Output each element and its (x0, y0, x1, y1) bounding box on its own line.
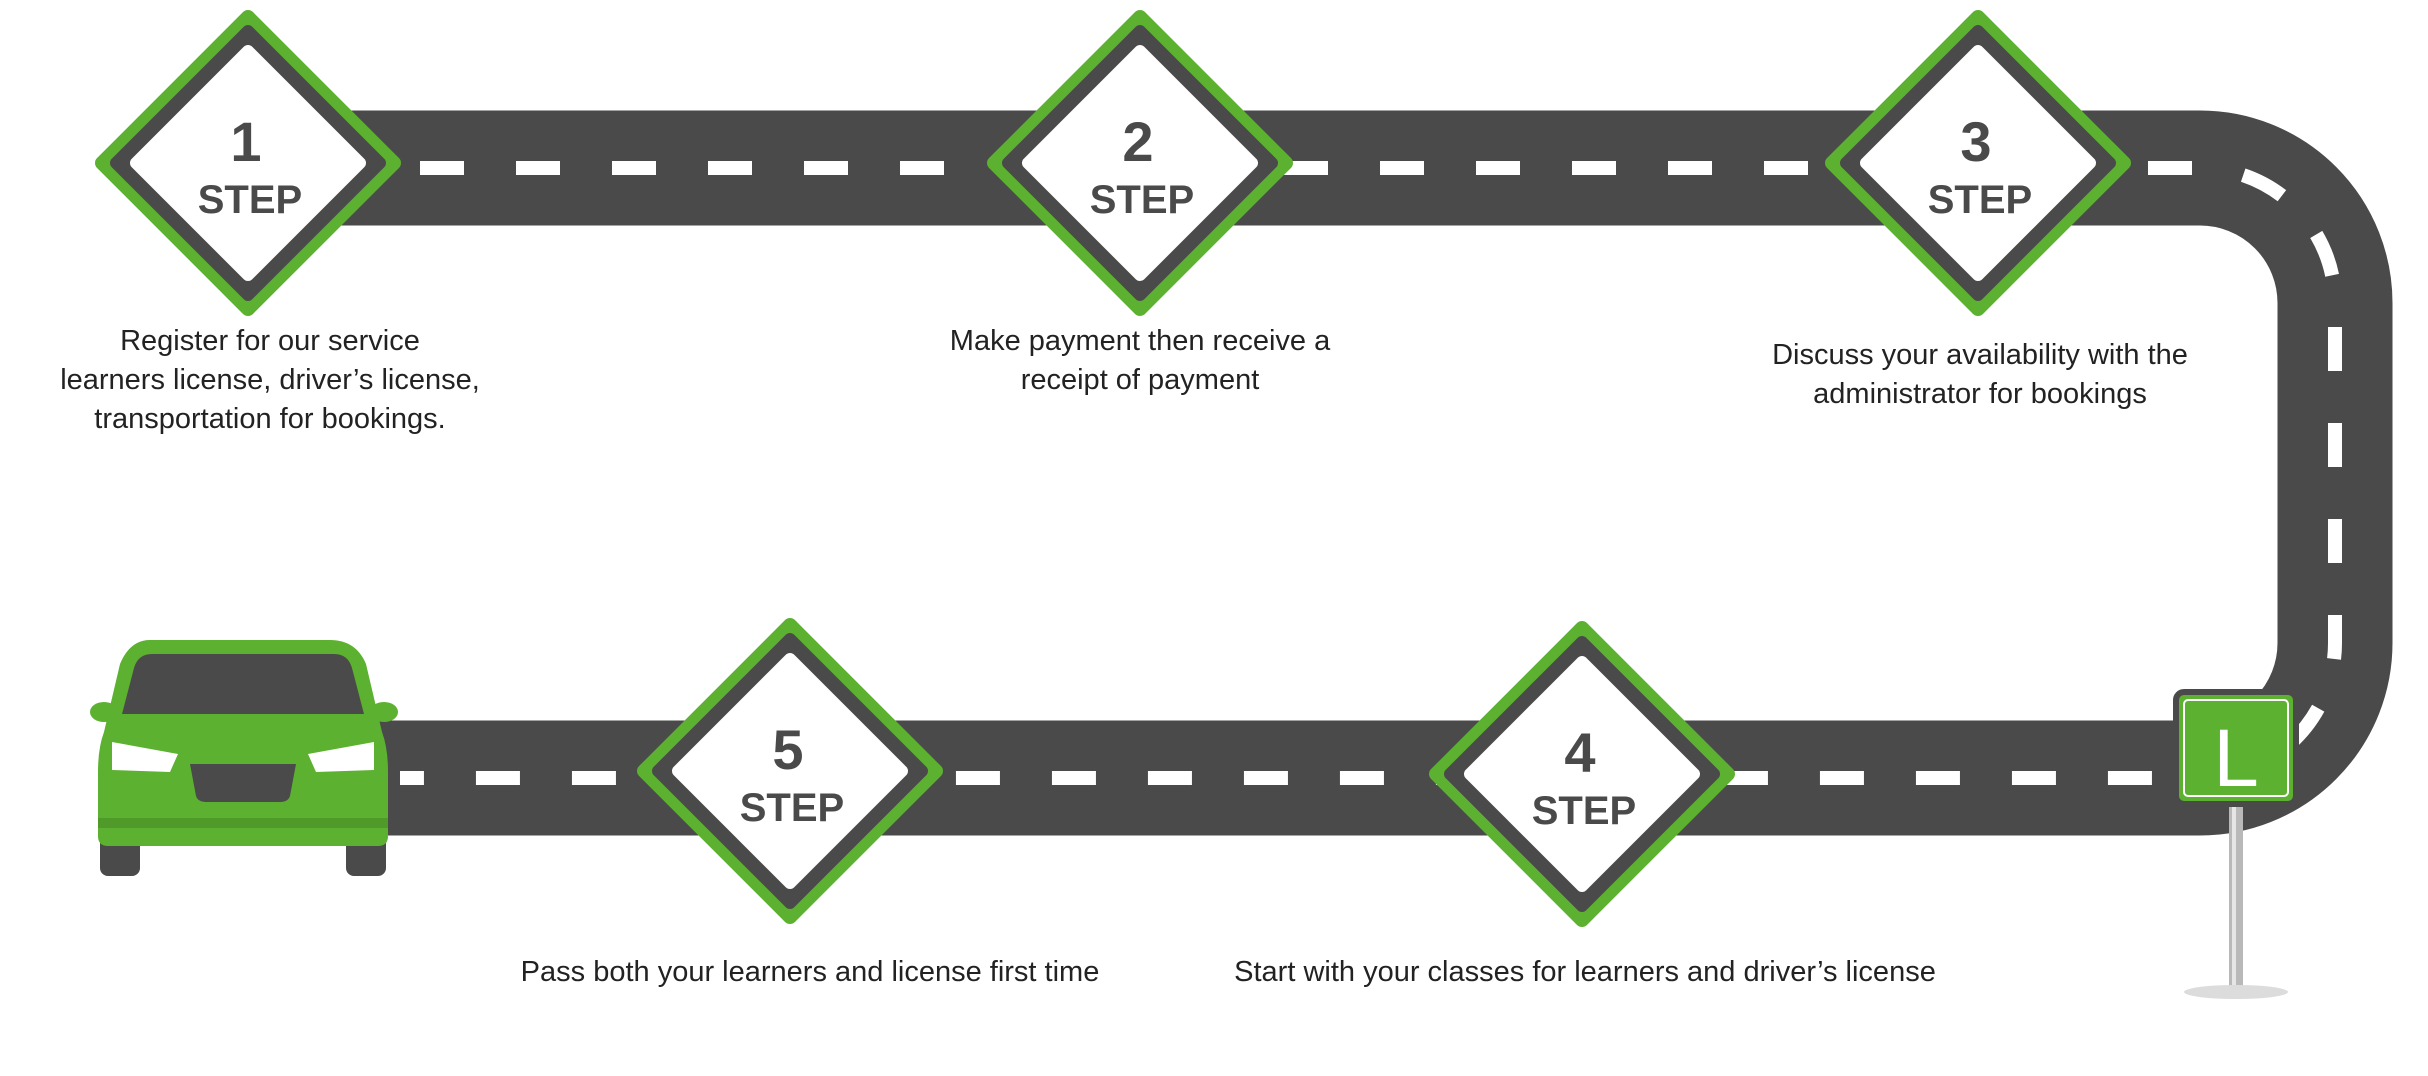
step-3-label: STEP (1928, 178, 2032, 222)
step-3-sign-face (1860, 45, 2096, 281)
step-5-sign-face (672, 653, 908, 889)
step-3-line-2: administrator for bookings (1813, 378, 2147, 410)
step-5-number: 5 (772, 718, 803, 781)
sign-letter: L (2213, 713, 2259, 804)
road-center-dashes (400, 161, 2342, 785)
car-headlight-left (112, 742, 178, 772)
step-3-line-1: Discuss your availability with the (1772, 339, 2188, 371)
car-windshield (122, 654, 364, 714)
step-5-label: STEP (740, 786, 844, 830)
sign-pole-shadow (2184, 985, 2288, 999)
step-1-line-1: Register for our service (120, 325, 420, 357)
step-2-line-1: Make payment then receive a (949, 325, 1331, 357)
car-icon (90, 640, 398, 876)
step-5-line-1: Pass both your learners and license firs… (520, 956, 1100, 988)
car-bumper (98, 818, 388, 828)
step-1-description: Register for our service learners licens… (40, 322, 500, 439)
step-3-number: 3 (1960, 110, 1991, 173)
sign-plate-inner (2183, 699, 2289, 797)
step-4-line-1: Start with your classes for learners and… (1234, 956, 1936, 988)
step-1-line-2: learners license, driver’s license, (60, 364, 480, 396)
step-1-label: STEP (198, 178, 302, 222)
step-4-label: STEP (1532, 789, 1636, 833)
step-3-description: Discuss your availability with the admin… (1730, 336, 2230, 414)
step-1-line-3: transportation for bookings. (94, 403, 446, 435)
learner-sign-icon: L (2173, 689, 2299, 999)
step-1-sign-face (130, 45, 366, 281)
car-headlight-right (308, 742, 374, 772)
step-2-number: 2 (1122, 110, 1153, 173)
sign-plate (2173, 689, 2299, 807)
step-2-line-2: receipt of payment (1020, 364, 1260, 396)
step-2-sign-face (1022, 45, 1258, 281)
step-4-number: 4 (1564, 721, 1595, 784)
step-4-description: Start with your classes for learners and… (1170, 953, 2000, 992)
step-2-label: STEP (1090, 178, 1194, 222)
sign-pole-shine (2232, 800, 2236, 990)
step-4-sign-face (1464, 656, 1700, 892)
step-1-number: 1 (230, 110, 261, 173)
step-2-description: Make payment then receive a receipt of p… (890, 322, 1390, 400)
step-5-description: Pass both your learners and license firs… (440, 953, 1180, 992)
car-grille (190, 764, 296, 802)
